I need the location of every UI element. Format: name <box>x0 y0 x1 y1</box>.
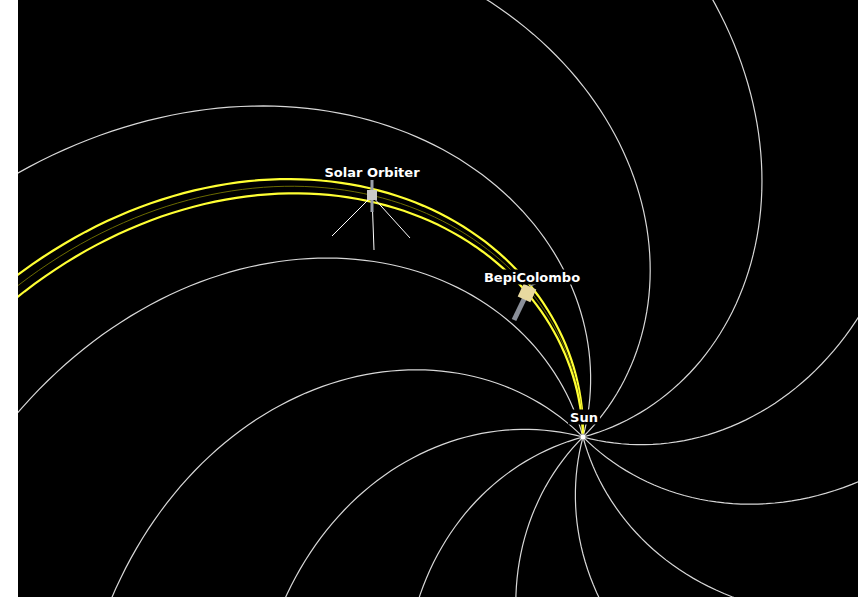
solar-orbiter-icon <box>332 180 410 250</box>
field-line <box>252 429 858 597</box>
field-line-strand <box>18 186 583 597</box>
field-line <box>404 437 858 597</box>
bepicolombo-icon <box>514 281 541 320</box>
space-background <box>18 0 858 597</box>
field-line <box>18 258 583 597</box>
field-line <box>583 0 858 597</box>
field-line <box>516 0 858 597</box>
object-label: BepiColombo <box>482 270 582 285</box>
field-line <box>72 370 858 597</box>
object-label: Sun <box>568 410 600 425</box>
field-line-strand <box>18 193 583 597</box>
field-line <box>56 0 858 504</box>
object-label: Solar Orbiter <box>322 165 421 180</box>
field-line <box>18 0 650 597</box>
sun-marker <box>580 434 586 440</box>
field-line <box>575 0 858 597</box>
connected-field-line <box>0 179 583 597</box>
